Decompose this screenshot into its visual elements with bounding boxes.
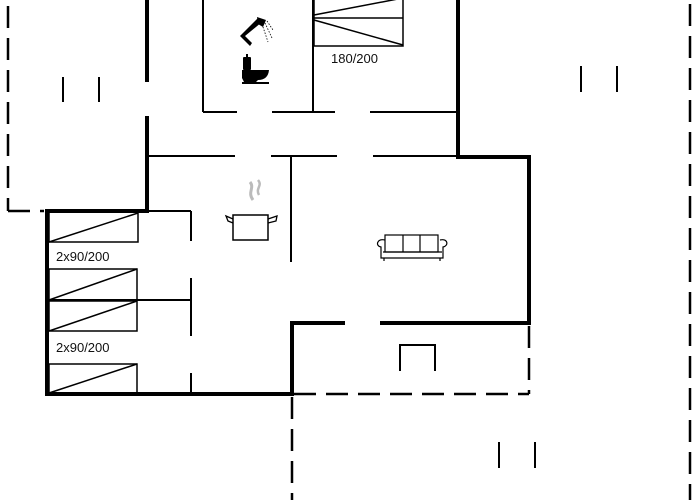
exterior-walls [45, 0, 531, 396]
toilet-icon [242, 54, 269, 84]
bed-singles-lower [48, 300, 138, 394]
dashed-outlines [6, 4, 692, 500]
shower-icon [240, 17, 274, 46]
table-icon [399, 344, 436, 371]
sofa-icon [376, 234, 448, 261]
bed-label-left-lower: 2x90/200 [56, 340, 110, 355]
bed-double [313, 0, 404, 47]
bed-label-left-upper: 2x90/200 [56, 249, 110, 264]
interior-walls [48, 0, 457, 393]
bed-singles-upper [48, 211, 139, 301]
tick-marks [62, 66, 618, 468]
bed-label-top: 180/200 [331, 51, 378, 66]
cooking-pot-icon [224, 179, 278, 241]
